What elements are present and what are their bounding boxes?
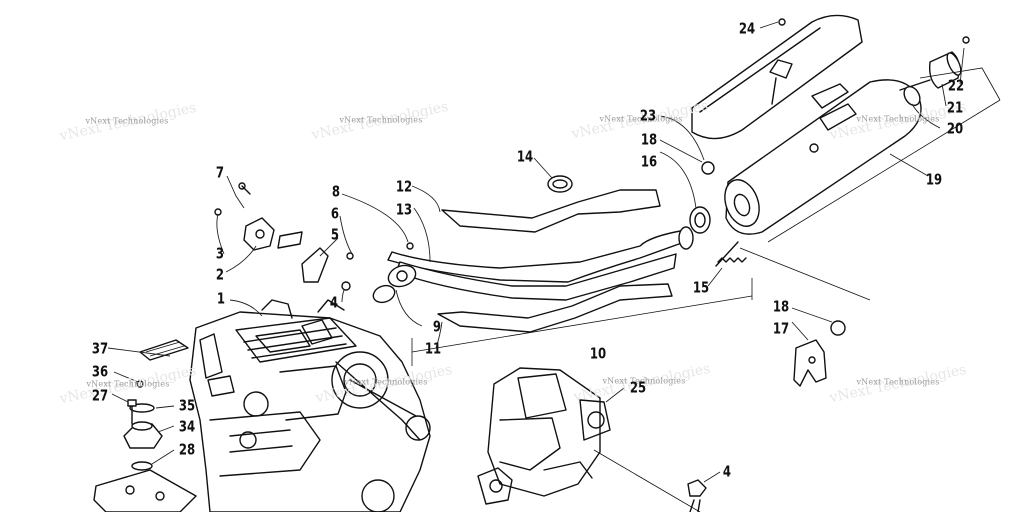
part-label-37: 37: [91, 339, 109, 358]
exhaust-pipe-13-part: [387, 226, 694, 301]
part-label-34: 34: [178, 417, 196, 436]
part-label-21: 21: [946, 98, 964, 117]
watermark: vNext Technologies: [602, 376, 686, 386]
part-label-8: 8: [331, 182, 341, 201]
part-label-2: 2: [215, 265, 225, 284]
spark-arrestor-22-part: [928, 36, 970, 89]
part-label-14: 14: [516, 147, 534, 166]
watermark: vNext Technologies: [599, 114, 683, 124]
part-label-4: 4: [329, 293, 339, 312]
mount-5-part: [277, 231, 329, 283]
part-label-18: 18: [640, 130, 658, 149]
leader-lines: [107, 21, 965, 483]
part-label-20: 20: [946, 119, 964, 138]
spring-15-part: [715, 241, 747, 267]
watermark: vNext Technologies: [86, 379, 170, 389]
part-label-4: 4: [722, 462, 732, 481]
transmission-part: [477, 367, 611, 505]
watermark: vNext Technologies: [344, 377, 428, 387]
part-label-11: 11: [424, 339, 442, 358]
watermark: vNext Technologies: [856, 377, 940, 387]
part-label-13: 13: [395, 200, 413, 219]
part-label-7: 7: [215, 163, 225, 182]
exhaust-pipe-11-part: [437, 283, 673, 333]
seal-16-part: [689, 206, 711, 234]
clamp-14-part: [547, 175, 573, 193]
part-label-19: 19: [925, 170, 943, 189]
part-label-35: 35: [178, 396, 196, 415]
part-label-24: 24: [738, 19, 756, 38]
part-label-10: 10: [589, 344, 607, 363]
muffler-part: [724, 79, 931, 235]
exhaust-pipe-12-part: [441, 189, 661, 233]
grommet-18-part: [701, 161, 846, 336]
part-label-9: 9: [432, 317, 442, 336]
part-label-3: 3: [215, 244, 225, 263]
part-label-16: 16: [640, 152, 658, 171]
part-label-15: 15: [692, 278, 710, 297]
part-label-12: 12: [395, 177, 413, 196]
part-label-27: 27: [91, 386, 109, 405]
washer-28-part: [131, 461, 153, 471]
part-label-1: 1: [216, 289, 226, 308]
mount-2-part: [243, 217, 275, 251]
engine-part: [189, 299, 431, 512]
watermark: vNext Technologies: [856, 114, 940, 124]
part-label-18: 18: [772, 297, 790, 316]
pad-37-part: [139, 339, 189, 361]
part-label-17: 17: [772, 319, 790, 338]
bracket-17-part: [793, 339, 827, 387]
gasket-9-part: [372, 264, 417, 304]
mounting-plate-part: [93, 469, 197, 512]
watermark: vNext Technologies: [339, 115, 423, 125]
engine-mount-34-part: [123, 421, 163, 449]
watermark: vNext Technologies: [85, 116, 169, 126]
heat-shield-part: [691, 14, 863, 140]
part-label-6: 6: [330, 204, 340, 223]
part-label-36: 36: [91, 362, 109, 381]
part-label-28: 28: [178, 440, 196, 459]
bolt-4-part: [687, 479, 707, 512]
clamp-21-part: [903, 85, 921, 107]
part-label-23: 23: [639, 106, 657, 125]
part-label-5: 5: [330, 225, 340, 244]
part-label-25: 25: [629, 378, 647, 397]
part-label-22: 22: [947, 76, 965, 95]
